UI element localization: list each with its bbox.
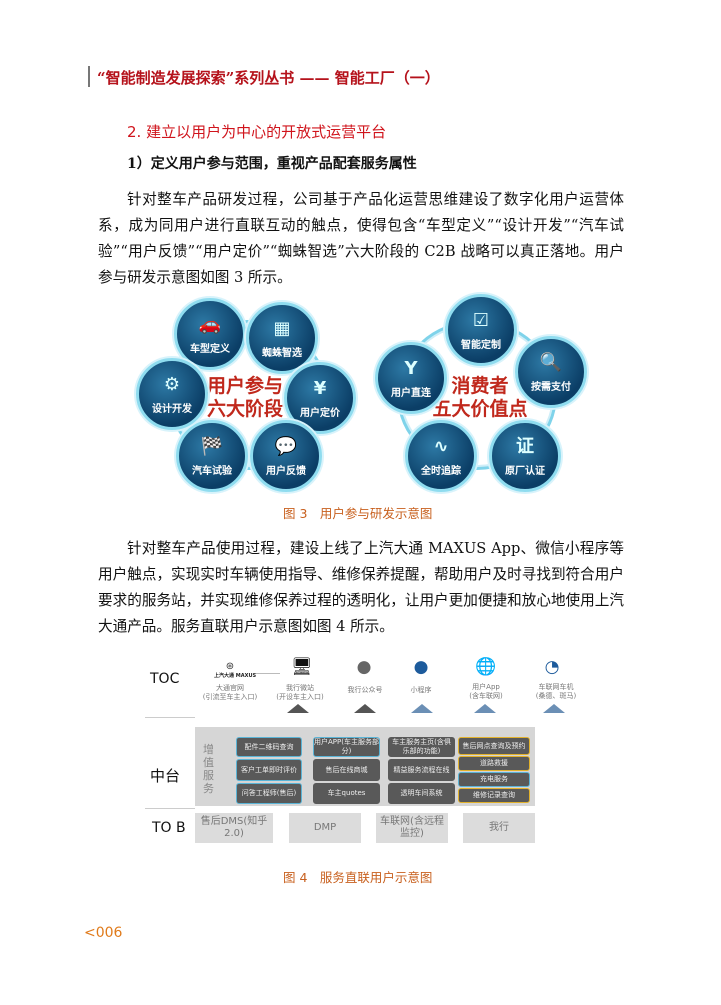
speedometer-icon: ◔ <box>544 657 560 677</box>
maxus-logo-text: 上汽大通 MAXUS <box>214 673 257 679</box>
chat-icon: 💬 <box>274 436 298 457</box>
node-oem-certified: 证原厂认证 <box>489 420 561 492</box>
node-spider-select: ▦蜘蛛智选 <box>246 302 318 374</box>
service-box: 透明车间系统 <box>388 783 455 804</box>
shield-icon: 证 <box>516 436 534 457</box>
figure4-caption: 图 4 服务直联用户示意图 <box>283 870 433 885</box>
service-box: 车主quotes <box>313 783 380 804</box>
chevron-up-icon <box>543 704 565 713</box>
service-box: 用户APP(车主服务部分) <box>313 737 380 757</box>
divider <box>145 717 195 718</box>
chevron-up-icon <box>411 704 433 713</box>
checkered-flag-icon: 🏁 <box>200 436 224 457</box>
chevron-up-icon <box>354 704 376 713</box>
node-full-tracking: ∿全时追踪 <box>405 420 477 492</box>
service-box: 售后网点查询及预约 <box>458 737 530 755</box>
row-label-toc: TOC <box>150 671 180 687</box>
right-center-title: 消费者五大价值点 <box>432 375 528 420</box>
service-box: 车主服务主页(含俱乐部的功能) <box>388 737 455 757</box>
globe-car-icon: 🌐 <box>475 657 497 677</box>
toc-label: 用户App(含车联网) <box>469 683 503 700</box>
paragraph-1: 针对整车产品研发过程，公司基于产品化运营思维建设了数字化用户运营体系，成为同用户… <box>98 191 624 286</box>
section-heading: 2. 建立以用户为中心的开放式运营平台 <box>127 123 387 141</box>
money-bag-icon: ¥ <box>313 378 327 399</box>
cube-icon: ▦ <box>273 318 291 339</box>
figure3-caption: 图 3 用户参与研发示意图 <box>283 506 433 521</box>
person-icon: Y <box>404 358 418 379</box>
tob-box: 我行 <box>463 813 535 843</box>
gear-bulb-icon: ⚙ <box>163 374 181 395</box>
row-label-middle: 中台 <box>150 767 181 785</box>
service-box: 客户工单即时评价 <box>236 759 302 781</box>
paragraph-2: 针对整车产品使用过程，建设上线了上汽大通 MAXUS App、微信小程序等用户触… <box>98 540 624 635</box>
page-number: <006 <box>84 925 123 941</box>
node-vehicle-test: 🏁汽车试验 <box>176 420 248 492</box>
service-box: 售后在线商城 <box>313 759 380 781</box>
figure3-left-diagram: 用户参与六大阶段 🚗车型定义 ▦蜘蛛智选 ¥用户定价 💬用户反馈 🏁汽车试验 ⚙… <box>136 298 356 492</box>
node-smart-custom: ☑智能定制 <box>445 294 517 366</box>
search-money-icon: 🔍 <box>539 352 563 373</box>
service-box: 精益服务流程在线 <box>388 759 455 781</box>
node-pay-on-demand: 🔍按需支付 <box>515 336 587 408</box>
car-icon: 🚗 <box>198 314 222 335</box>
subsection-heading: 1）定义用户参与范围，重视产品配套服务属性 <box>127 156 417 172</box>
tob-box: 售后DMS(知乎2.0) <box>195 813 273 843</box>
service-box: 配件二维码查询 <box>236 737 302 757</box>
header-bar <box>88 66 90 87</box>
checkmark-doc-icon: ☑ <box>472 310 490 331</box>
service-box: 充电服务 <box>458 772 530 787</box>
mini-program-icon: ● <box>413 657 429 677</box>
node-car-model: 🚗车型定义 <box>174 298 246 370</box>
service-box: 维修记录查询 <box>458 788 530 803</box>
left-center-title: 用户参与六大阶段 <box>206 375 283 420</box>
path-icon: ∿ <box>433 436 449 457</box>
node-user-feedback: 💬用户反馈 <box>250 420 322 492</box>
toc-label: 大通官网(引流至车主入口) <box>202 684 258 701</box>
tob-box: DMP <box>289 813 361 843</box>
toc-label: 小程序 <box>410 686 432 694</box>
divider <box>145 808 195 809</box>
maxus-logo-icon: ⊛ <box>225 661 235 672</box>
toc-label: 车联网车机(桑德、斑马) <box>535 683 577 700</box>
toc-label: 我行公众号 <box>347 686 383 694</box>
monitor-icon: 🖥 <box>291 657 313 677</box>
wechat-icon: ● <box>356 657 372 677</box>
connector-line <box>255 673 280 674</box>
running-header: “智能制造发展探索”系列丛书 —— 智能工厂（一） <box>97 69 440 87</box>
row-label-tob: TO B <box>152 820 186 836</box>
node-design-dev: ⚙设计开发 <box>136 358 208 430</box>
value-added-label: 增值服务 <box>203 743 214 795</box>
chevron-up-icon <box>287 704 309 713</box>
tob-box: 车联网(含远程监控) <box>376 813 448 843</box>
chevron-up-icon <box>474 704 496 713</box>
toc-label: 我行微站(开设车主入口) <box>276 684 324 701</box>
service-box: 道路救援 <box>458 756 530 771</box>
service-box: 问答工程师(售后) <box>236 783 302 804</box>
